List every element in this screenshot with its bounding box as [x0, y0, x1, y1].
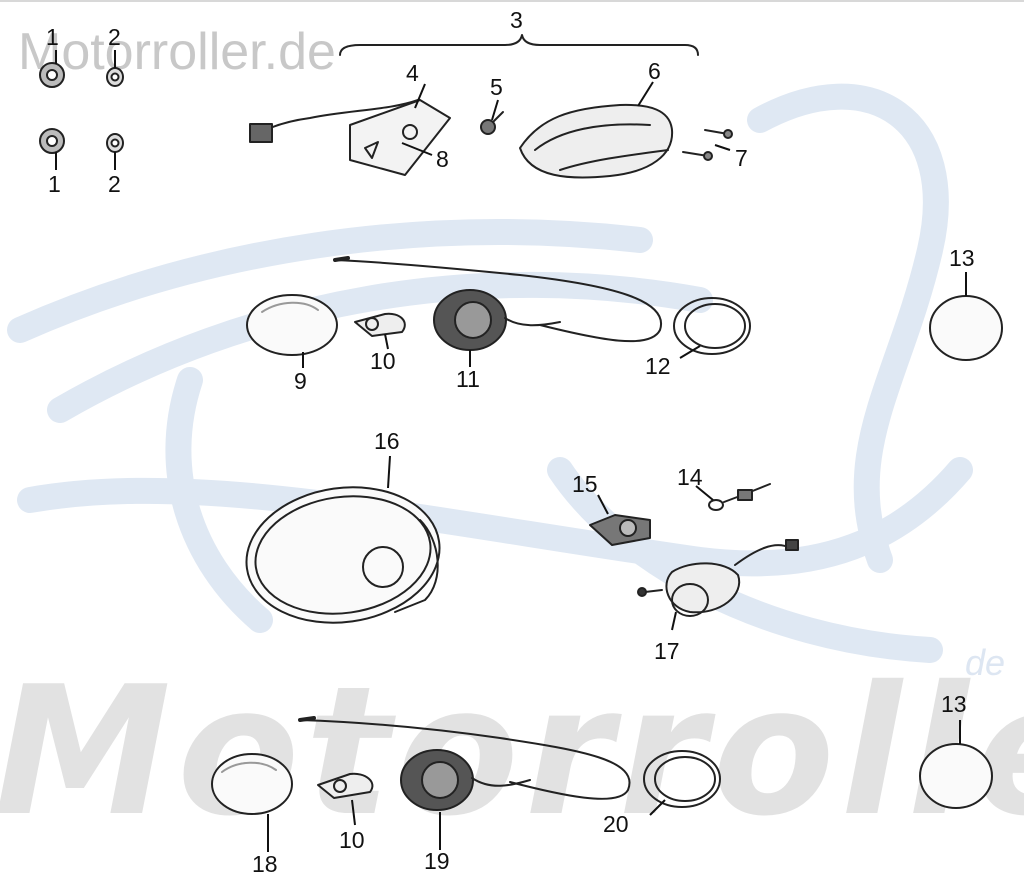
- watermark-bottom-text: Motorroller: [0, 648, 1024, 855]
- callout-6: 6: [648, 58, 661, 84]
- bulb-part-10-top: [354, 312, 406, 337]
- callout-4: 4: [406, 60, 419, 86]
- washer-part-2-bottom: [106, 133, 124, 153]
- socket-part-11-top: [433, 289, 561, 351]
- callout-9: 9: [294, 368, 307, 394]
- nut-part-1-top: [39, 62, 65, 88]
- headlight-reflector-part-16: [245, 486, 441, 624]
- indicator-ring-part-13-bottom: [919, 743, 993, 809]
- callout-18: 18: [252, 851, 278, 877]
- indicator-gasket-part-20: [643, 750, 721, 808]
- headlight-socket-harness-part-17: [637, 539, 799, 617]
- callout-12: 12: [645, 353, 671, 379]
- headlight-bulb-part-15: [589, 514, 651, 546]
- callout-3: 3: [510, 7, 523, 33]
- tail-light-housing-part-6: [519, 103, 674, 179]
- watermark-top-text: Motorroller.de: [18, 23, 336, 81]
- callout-14: 14: [677, 464, 703, 490]
- callout-17: 17: [654, 638, 680, 664]
- callout-2-top: 2: [108, 24, 121, 50]
- callout-16: 16: [374, 428, 400, 454]
- indicator-ring-part-13-top: [929, 295, 1003, 361]
- indicator-gasket-part-12: [673, 297, 751, 355]
- screw-part-5: [480, 111, 504, 135]
- callout-13-bottom: 13: [941, 691, 967, 717]
- top-border: [0, 0, 1024, 2]
- callout-13-top: 13: [949, 245, 975, 271]
- callout-20: 20: [603, 811, 629, 837]
- callout-19: 19: [424, 848, 450, 874]
- leader-lines: [55, 50, 967, 852]
- screws-part-7: [682, 129, 733, 161]
- washer-part-2-top: [106, 67, 124, 87]
- indicator-wire-top: [334, 259, 663, 343]
- callout-8: 8: [436, 146, 449, 172]
- indicator-lens-part-9: [246, 294, 338, 356]
- socket-part-19: [400, 749, 531, 811]
- nut-part-1-bottom: [39, 128, 65, 154]
- watermark-bottom-suffix: de: [965, 642, 1006, 683]
- callout-11: 11: [456, 366, 480, 392]
- position-bulb-part-14: [708, 483, 771, 511]
- callout-1-top: 1: [46, 24, 59, 50]
- callout-1-bottom: 1: [48, 171, 61, 197]
- callout-5: 5: [490, 74, 503, 100]
- group-bracket-3: [339, 34, 699, 56]
- callout-10-top: 10: [370, 348, 396, 374]
- indicator-wire-bottom: [299, 719, 631, 800]
- callout-7: 7: [735, 145, 748, 171]
- bulb-part-10-bottom: [317, 772, 374, 799]
- callout-15: 15: [572, 471, 598, 497]
- callout-2-bottom: 2: [108, 171, 121, 197]
- license-lamp-plate-part-8: [249, 99, 451, 176]
- indicator-lens-part-18: [211, 753, 293, 815]
- callout-10-bottom: 10: [339, 827, 365, 853]
